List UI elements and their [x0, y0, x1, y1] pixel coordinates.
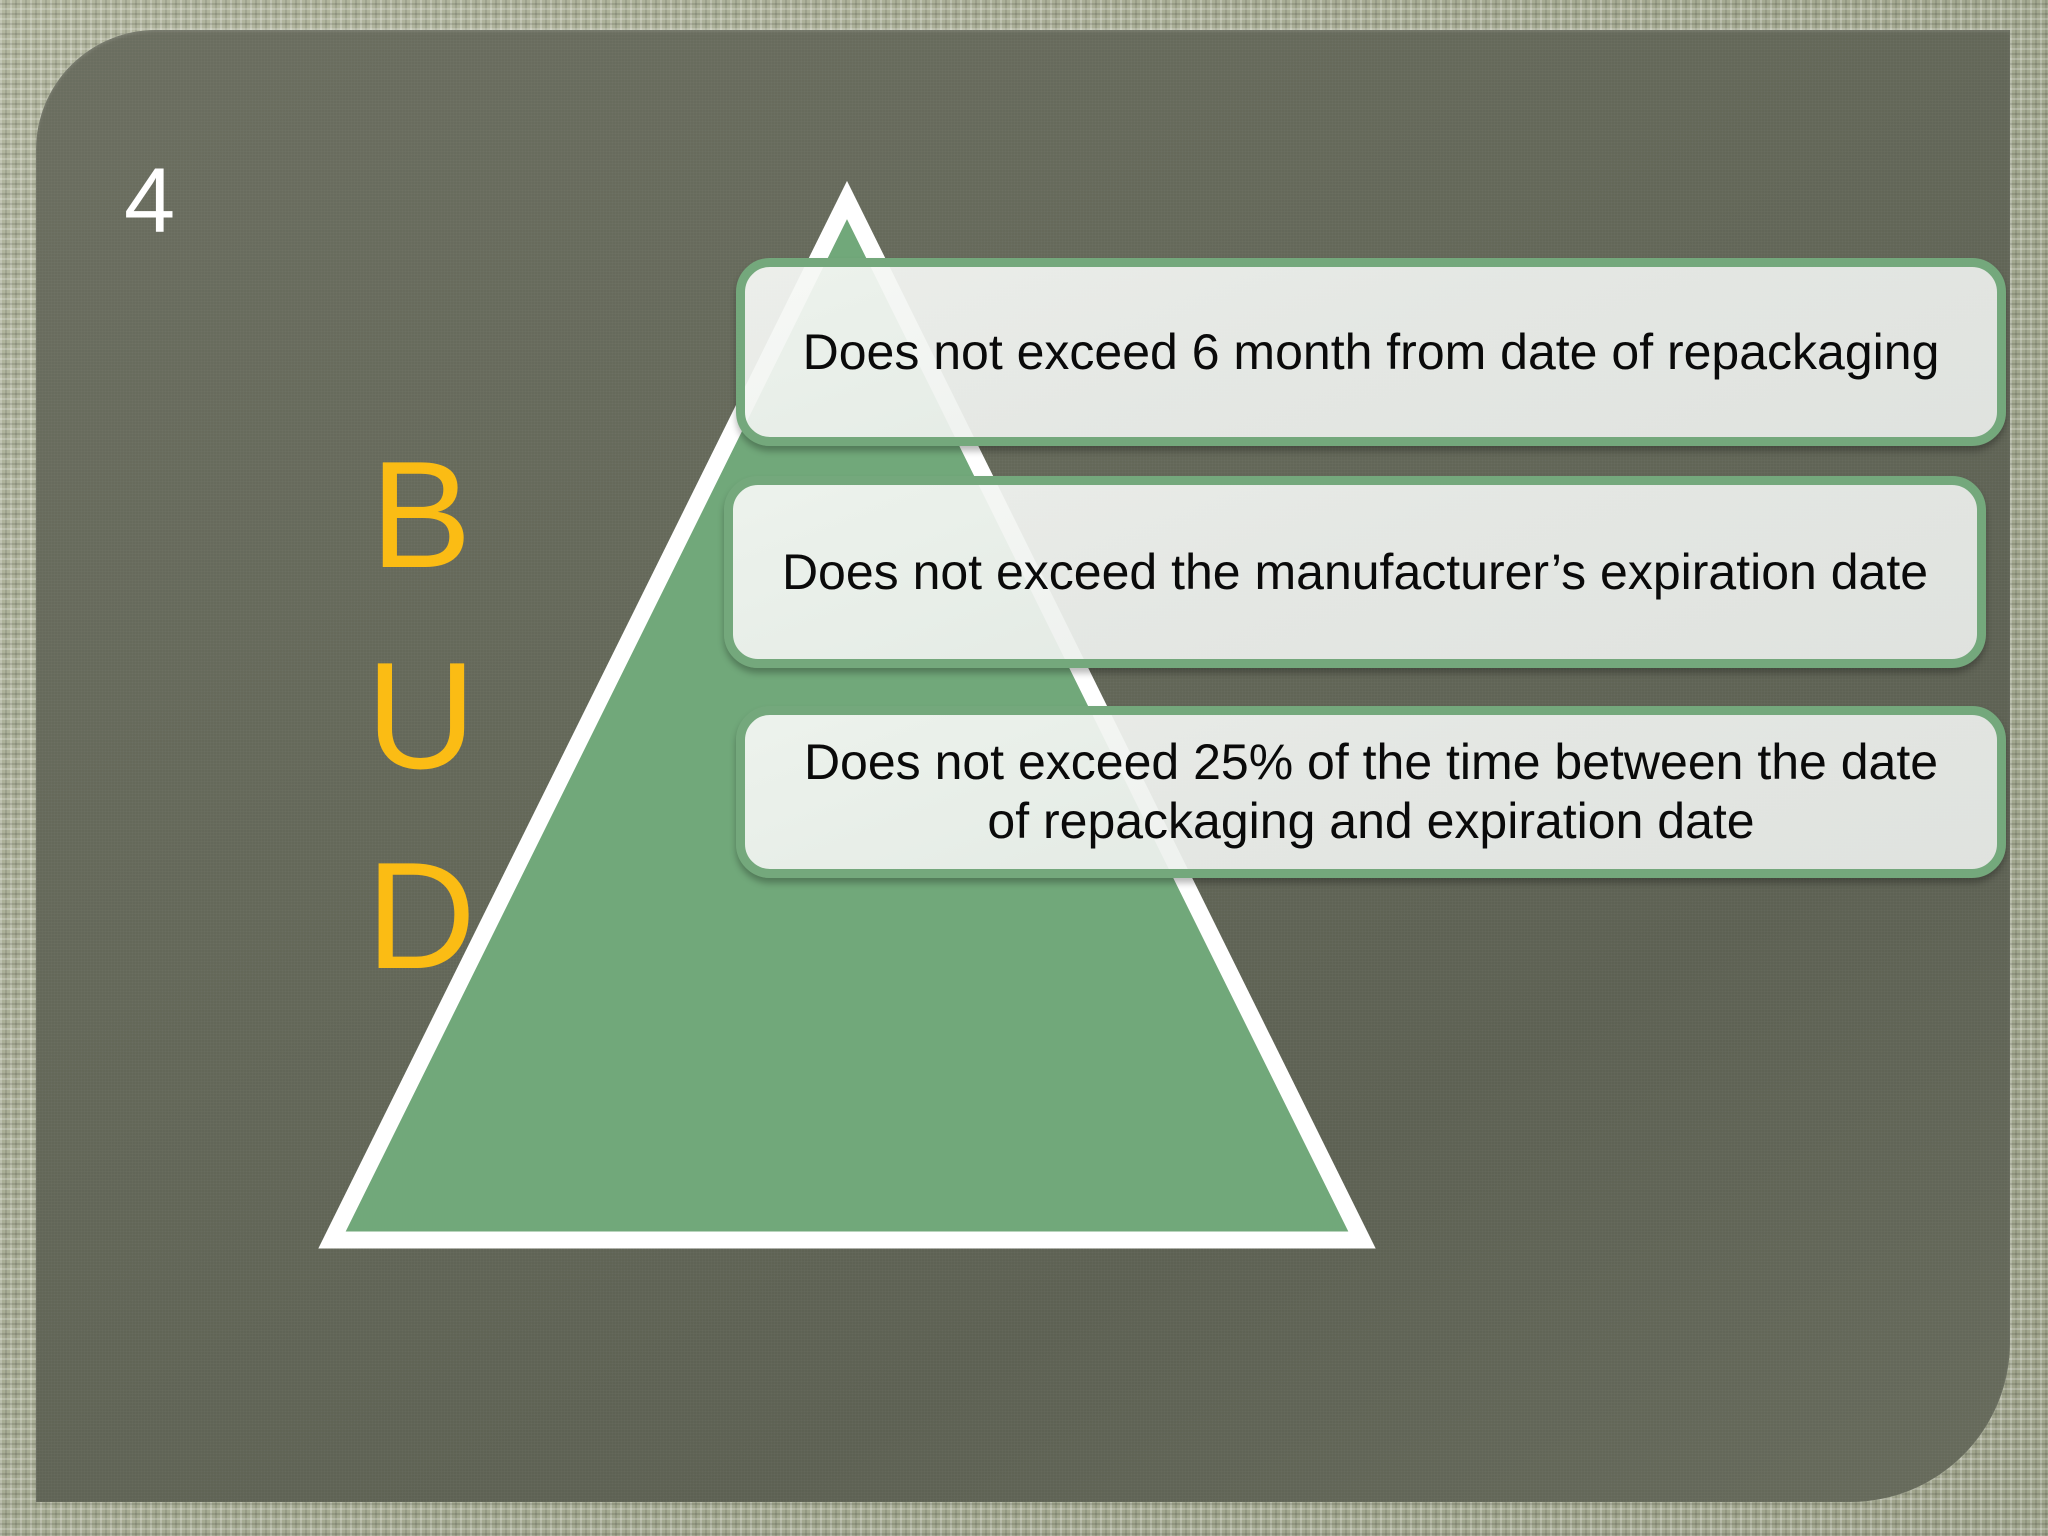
callout-box-2: Does not exceed the manufacturer’s expir…: [724, 476, 1986, 668]
slide-content-panel: 4 B U D Does not exceed 6 month from dat…: [36, 30, 2010, 1502]
bud-letter-b: B: [370, 430, 472, 600]
callout-text-1: Does not exceed 6 month from date of rep…: [802, 323, 1940, 380]
callout-text-2: Does not exceed the manufacturer’s expir…: [781, 543, 1929, 600]
bud-vertical-label: B U D: [346, 415, 496, 1017]
bud-letter-d: D: [366, 831, 476, 1002]
callout-box-3: Does not exceed 25% of the time between …: [736, 706, 2006, 878]
slide-number: 4: [124, 150, 176, 252]
bud-letter-u: U: [366, 630, 476, 801]
callout-box-1: Does not exceed 6 month from date of rep…: [736, 258, 2006, 446]
callout-text-3: Does not exceed 25% of the time between …: [803, 734, 1939, 849]
